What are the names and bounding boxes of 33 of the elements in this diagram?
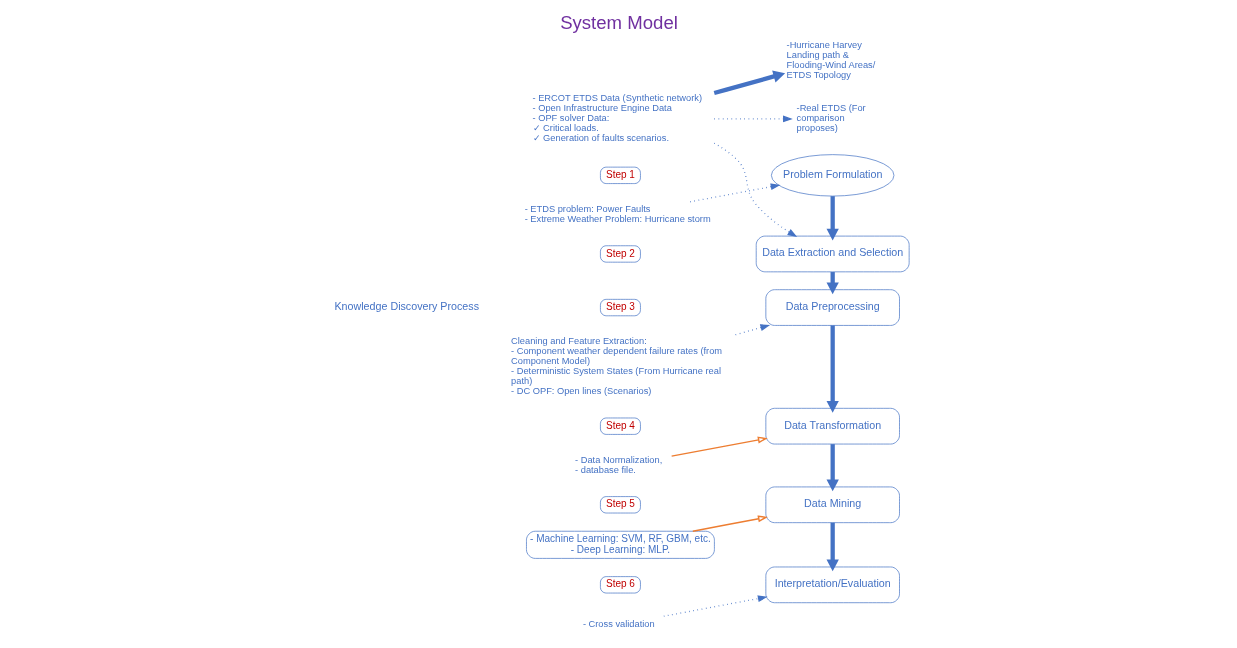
arrow <box>826 444 839 492</box>
arrow <box>662 595 768 617</box>
node-text: - ETDS problem: Power Faults - Extreme Weather Problem: Hurricane storm <box>524 204 711 225</box>
node-text: - Data Normalization, - database file. <box>574 454 662 475</box>
node-box: - Machine Learning: SVM, RF, GBM, etc. - Deep Learning: MLP. <box>525 530 715 559</box>
node-box: Step 3 <box>599 299 641 317</box>
node-box: Data Transformation <box>765 407 900 445</box>
node-box: Data Mining <box>765 486 900 524</box>
arrow <box>713 70 785 96</box>
arrow <box>713 142 797 238</box>
node-box: Data Preprocessing <box>765 289 900 326</box>
arrow <box>691 515 768 532</box>
label: Knowledge Discovery Process <box>333 300 479 313</box>
node-text: - ERCOT ETDS Data (Synthetic network) - Open Infrastructure Engine Data - OPF solver Data: ✓ Critical loads. ✓ Generation of faults scenarios. <box>532 93 702 144</box>
diagram-title: System Model <box>559 11 678 33</box>
node-text: -Hurricane Harvey Landing path & Flooding-Wind Areas/ ETDS Topology <box>786 39 875 80</box>
node-box: Step 2 <box>599 245 641 263</box>
node-box: Step 1 <box>599 166 641 184</box>
node-box: Step 5 <box>599 496 641 514</box>
arrow <box>826 522 839 572</box>
arrow <box>713 115 793 123</box>
node-text: -Real ETDS (For comparison proposes) <box>796 103 866 134</box>
node-box: Step 6 <box>599 576 641 594</box>
arrow <box>734 324 770 336</box>
node-box: Interpretation/Evaluation <box>765 566 900 604</box>
arrow <box>826 325 839 413</box>
arrow <box>826 196 839 241</box>
node-text: Cleaning and Feature Extraction: - Component weather dependent failure rates (from Component Model) - Deterministic System States (From Hurricane real path) - DC OPF: Open lines (Scenarios) <box>510 336 722 397</box>
arrow <box>670 436 768 457</box>
node-box: Step 4 <box>599 417 641 435</box>
node-box: Data Extraction and Selection <box>755 235 909 273</box>
node-text: - Cross validation <box>582 618 655 629</box>
arrow <box>689 183 780 203</box>
